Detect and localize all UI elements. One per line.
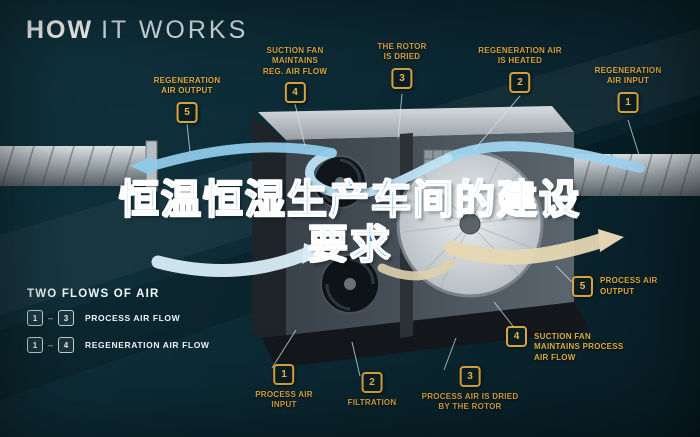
process-fan [320, 254, 380, 314]
callout-rotor-dried: THE ROTOR IS DRIED 3 [377, 42, 426, 89]
chinese-headline: 恒温恒湿生产车间的建设 要求 [0, 177, 700, 268]
legend: TWO FLOWS OF AIR 1 – 3 PROCESS AIR FLOW … [27, 288, 210, 364]
callout-badge: 4 [284, 82, 306, 104]
callout-label: REGENERATION AIR INPUT [594, 66, 662, 86]
legend-badge-to: 4 [58, 337, 75, 353]
title-how: HOW [26, 16, 94, 44]
callout-badge: 1 [273, 364, 295, 385]
callout-reg-air-output: REGENERATION AIR OUTPUT 5 [154, 76, 221, 123]
callout-badge: 2 [361, 372, 383, 393]
legend-label: REGENERATION AIR FLOW [85, 340, 210, 350]
legend-separator: – [48, 313, 54, 323]
legend-badge-from: 1 [27, 310, 43, 326]
legend-row-regeneration: 1 – 4 REGENERATION AIR FLOW [27, 337, 210, 353]
leader-lines [186, 93, 641, 377]
callout-badge: 5 [572, 276, 593, 297]
callout-reg-air-heated: REGENERATION AIR IS HEATED 2 [478, 46, 562, 93]
chinese-headline-line1: 恒温恒湿生产车间的建设 [118, 177, 581, 222]
callout-process-air-output: 5 PROCESS AIR OUTPUT [572, 276, 658, 297]
callout-badge: 3 [391, 67, 413, 89]
callout-suction-fan-reg: SUCTION FAN MAINTAINS REG. AIR FLOW 4 [262, 46, 328, 104]
legend-badge-to: 3 [58, 310, 75, 326]
callout-label: THE ROTOR IS DRIED [377, 42, 427, 62]
callout-filtration: 2 FILTRATION [348, 372, 397, 408]
callout-reg-air-input: REGENERATION AIR INPUT 1 [595, 66, 662, 113]
legend-badge-from: 1 [27, 337, 43, 353]
callout-badge: 1 [617, 91, 639, 113]
callout-process-air-dried: 3 PROCESS AIR IS DRIED BY THE ROTOR [422, 366, 519, 413]
legend-label: PROCESS AIR FLOW [85, 313, 181, 323]
legend-separator: – [48, 340, 54, 350]
callout-suction-fan-process: 4 SUCTION FAN MAINTAINS PROCESS AIR FLOW [506, 326, 623, 363]
callout-label: REGENERATION AIR OUTPUT [153, 76, 221, 96]
legend-heading: TWO FLOWS OF AIR [27, 288, 160, 300]
callout-label: PROCESS AIR OUTPUT [600, 276, 658, 296]
callout-label: SUCTION FAN MAINTAINS REG. AIR FLOW [262, 46, 328, 76]
left-duct [0, 140, 158, 192]
callout-label: SUCTION FAN MAINTAINS PROCESS AIR FLOW [534, 332, 624, 362]
process-airflow-arrow [151, 229, 624, 281]
callout-label: PROCESS AIR INPUT [255, 390, 313, 410]
callout-process-air-input: 1 PROCESS AIR INPUT [255, 364, 313, 411]
legend-row-process: 1 – 3 PROCESS AIR FLOW [27, 310, 210, 326]
callout-badge: 2 [509, 71, 531, 93]
title-it-works: IT WORKS [101, 16, 249, 44]
callout-badge: 4 [506, 326, 527, 347]
callout-badge: 3 [459, 366, 481, 387]
regeneration-airflow-arrow [130, 141, 645, 199]
callout-label: REGENERATION AIR IS HEATED [478, 46, 562, 66]
callout-label: PROCESS AIR IS DRIED BY THE ROTOR [421, 392, 519, 412]
callout-label: FILTRATION [347, 398, 397, 407]
chinese-headline-line2: 要求 [307, 222, 392, 267]
callout-badge: 5 [176, 101, 198, 123]
